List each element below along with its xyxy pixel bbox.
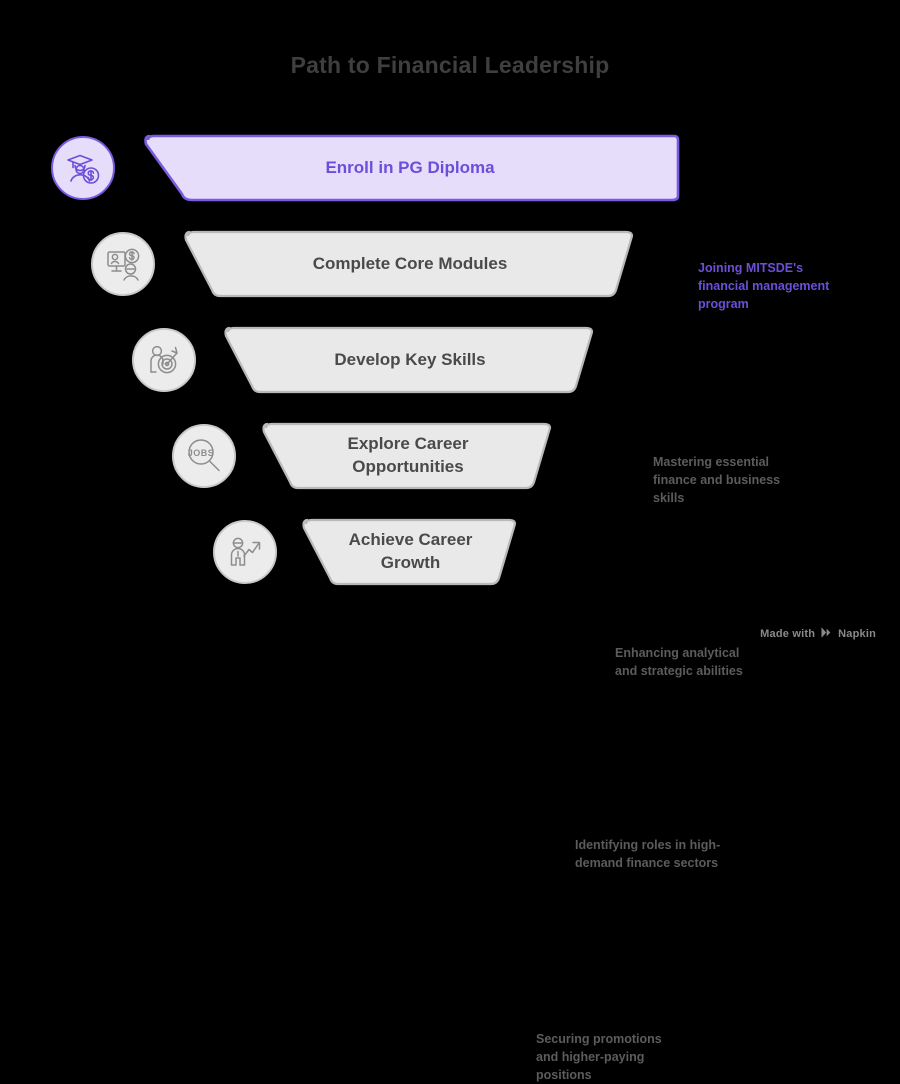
funnel-stage-4[interactable]: Explore Career Opportunities: [258, 422, 558, 490]
funnel-stage-row: JOBS Explore Career Opportunities Identi…: [0, 408, 900, 870]
funnel-stage-3[interactable]: Develop Key Skills: [220, 326, 600, 394]
funnel-stage-shape: [140, 134, 680, 202]
funnel-stage-row: Enroll in PG Diploma Joining MITSDE's fi…: [0, 120, 900, 311]
person-growth-arrow-icon: [213, 520, 277, 584]
funnel-stage-5[interactable]: Achieve Career Growth: [298, 518, 523, 586]
svg-text:JOBS: JOBS: [188, 448, 215, 458]
funnel-stage-label: Enroll in PG Diploma: [325, 157, 495, 177]
napkin-logo-icon: [820, 626, 833, 642]
jobs-magnifier-icon: JOBS: [172, 424, 236, 488]
funnel-stage-shape: [180, 230, 640, 298]
page-title: Path to Financial Leadership: [290, 52, 610, 78]
graduate-dollar-icon: [51, 136, 115, 200]
funnel-stage-label: Develop Key Skills: [334, 349, 486, 369]
watermark-brand: Napkin: [838, 628, 876, 640]
funnel-stage-annotation: Joining MITSDE's financial management pr…: [698, 261, 830, 312]
funnel-stage-row: Develop Key Skills Enhancing analytical …: [0, 312, 900, 678]
funnel-stage-annotation: Enhancing analytical and strategic abili…: [615, 646, 743, 679]
funnel-stage-row: Achieve Career Growth Securing promotion…: [0, 504, 900, 1082]
napkin-watermark[interactable]: Made with Napkin: [760, 626, 876, 642]
funnel-stage-label: Complete Core Modules: [312, 253, 508, 273]
funnel-stage-row: Complete Core Modules Mastering essentia…: [0, 216, 900, 505]
funnel-stage-annotation: Mastering essential finance and business…: [653, 455, 781, 506]
funnel-stage-shape: [220, 326, 600, 394]
monitor-people-dollar-icon: [91, 232, 155, 296]
funnel-stage-label: Explore Career Opportunities: [347, 434, 469, 476]
funnel-stage-1[interactable]: Enroll in PG Diploma: [140, 134, 680, 202]
funnel-stage-label: Achieve Career Growth: [348, 530, 473, 572]
funnel-stage-annotation: Identifying roles in high- demand financ…: [575, 838, 721, 871]
funnel-stage-shape: [258, 422, 558, 490]
funnel-stage-shape: [298, 518, 523, 586]
funnel-stage-2[interactable]: Complete Core Modules: [180, 230, 640, 298]
watermark-text: Made with: [760, 628, 816, 640]
funnel-stage-annotation: Securing promotions and higher-paying po…: [536, 1032, 662, 1083]
person-target-icon: [132, 328, 196, 392]
